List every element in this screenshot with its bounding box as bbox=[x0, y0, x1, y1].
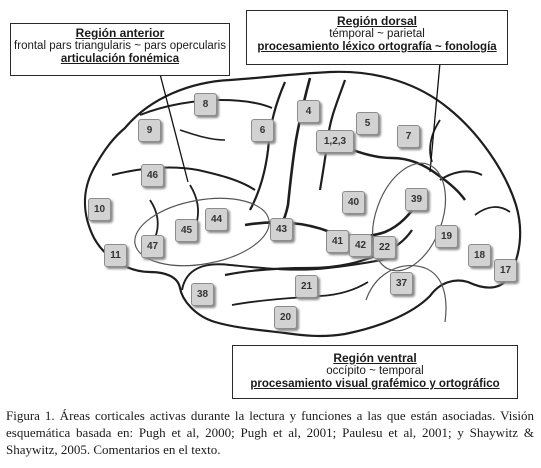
brodmann-area-label: 19 bbox=[435, 225, 458, 248]
dorsal-region-box: Región dorsal témporal ~ parietal proces… bbox=[246, 10, 508, 65]
brodmann-area-label: 44 bbox=[205, 208, 228, 231]
brodmann-area-label: 39 bbox=[405, 188, 428, 211]
brodmann-area-label: 20 bbox=[274, 306, 297, 329]
precentral-sulcus bbox=[249, 81, 287, 211]
anterior-region-outline bbox=[134, 197, 270, 267]
superior-frontal-sulcus bbox=[139, 98, 273, 116]
brodmann-area-label: 40 bbox=[342, 191, 365, 214]
brodmann-area-label: 45 bbox=[175, 219, 198, 242]
dorsal-region-areas: témporal ~ parietal bbox=[329, 28, 425, 40]
brodmann-area-label: 5 bbox=[356, 112, 379, 135]
brain-outline bbox=[84, 70, 522, 338]
intraparietal-sulcus bbox=[329, 138, 466, 201]
brodmann-area-label: 10 bbox=[88, 198, 111, 221]
ventral-region-areas: occípito ~ temporal bbox=[326, 365, 424, 377]
ventral-region-function: procesamiento visual grafémico y ortográ… bbox=[250, 378, 500, 390]
frontal-sulcus-detail bbox=[179, 129, 226, 141]
brodmann-area-label: 41 bbox=[326, 230, 349, 253]
brodmann-area-label: 47 bbox=[141, 235, 164, 258]
brodmann-area-label: 4 bbox=[297, 100, 320, 123]
brodmann-area-label: 42 bbox=[349, 234, 372, 257]
dorsal-pointer-line bbox=[429, 62, 441, 173]
brodmann-area-label: 18 bbox=[468, 244, 491, 267]
dorsal-region-title: Región dorsal bbox=[336, 14, 417, 28]
inferior-frontal-sulcus bbox=[111, 166, 256, 191]
brodmann-area-label: 9 bbox=[138, 119, 161, 142]
brodmann-area-label: 7 bbox=[397, 125, 420, 148]
brodmann-area-label: 46 bbox=[141, 164, 164, 187]
anterior-region-areas: frontal pars triangularis ~ pars opercul… bbox=[14, 40, 226, 52]
anterior-region-box: Región anterior frontal pars triangulari… bbox=[10, 23, 230, 76]
brodmann-area-label: 37 bbox=[390, 272, 413, 295]
brodmann-area-label: 8 bbox=[194, 93, 217, 116]
occipital-sulcus bbox=[474, 206, 511, 216]
brodmann-area-label: 21 bbox=[295, 275, 318, 298]
frontal-sulcus-detail bbox=[149, 199, 159, 239]
brodmann-area-label: 6 bbox=[251, 119, 274, 142]
anterior-region-title: Región anterior bbox=[75, 26, 165, 40]
anterior-pointer-line bbox=[159, 73, 189, 183]
occipital-sulcus bbox=[439, 170, 483, 181]
brodmann-area-label: 38 bbox=[191, 283, 214, 306]
figure-caption: Figura 1. Áreas corticales activas duran… bbox=[6, 408, 534, 457]
brodmann-area-label: 43 bbox=[270, 218, 293, 241]
brodmann-area-label: 11 bbox=[104, 244, 127, 267]
brodmann-area-label: 1,2,3 bbox=[316, 130, 354, 153]
brodmann-area-label: 17 bbox=[494, 259, 517, 282]
dorsal-region-function: procesamiento léxico ortografía ~ fonolo… bbox=[257, 41, 497, 53]
inferior-temporal-sulcus bbox=[231, 281, 369, 306]
anterior-region-function: articulación fonémica bbox=[60, 53, 180, 65]
ventral-region-box: Región ventral occípito ~ temporal proce… bbox=[232, 345, 518, 399]
ventral-region-outline bbox=[365, 264, 447, 323]
brodmann-area-label: 22 bbox=[373, 236, 396, 259]
ventral-region-title: Región ventral bbox=[333, 351, 417, 365]
